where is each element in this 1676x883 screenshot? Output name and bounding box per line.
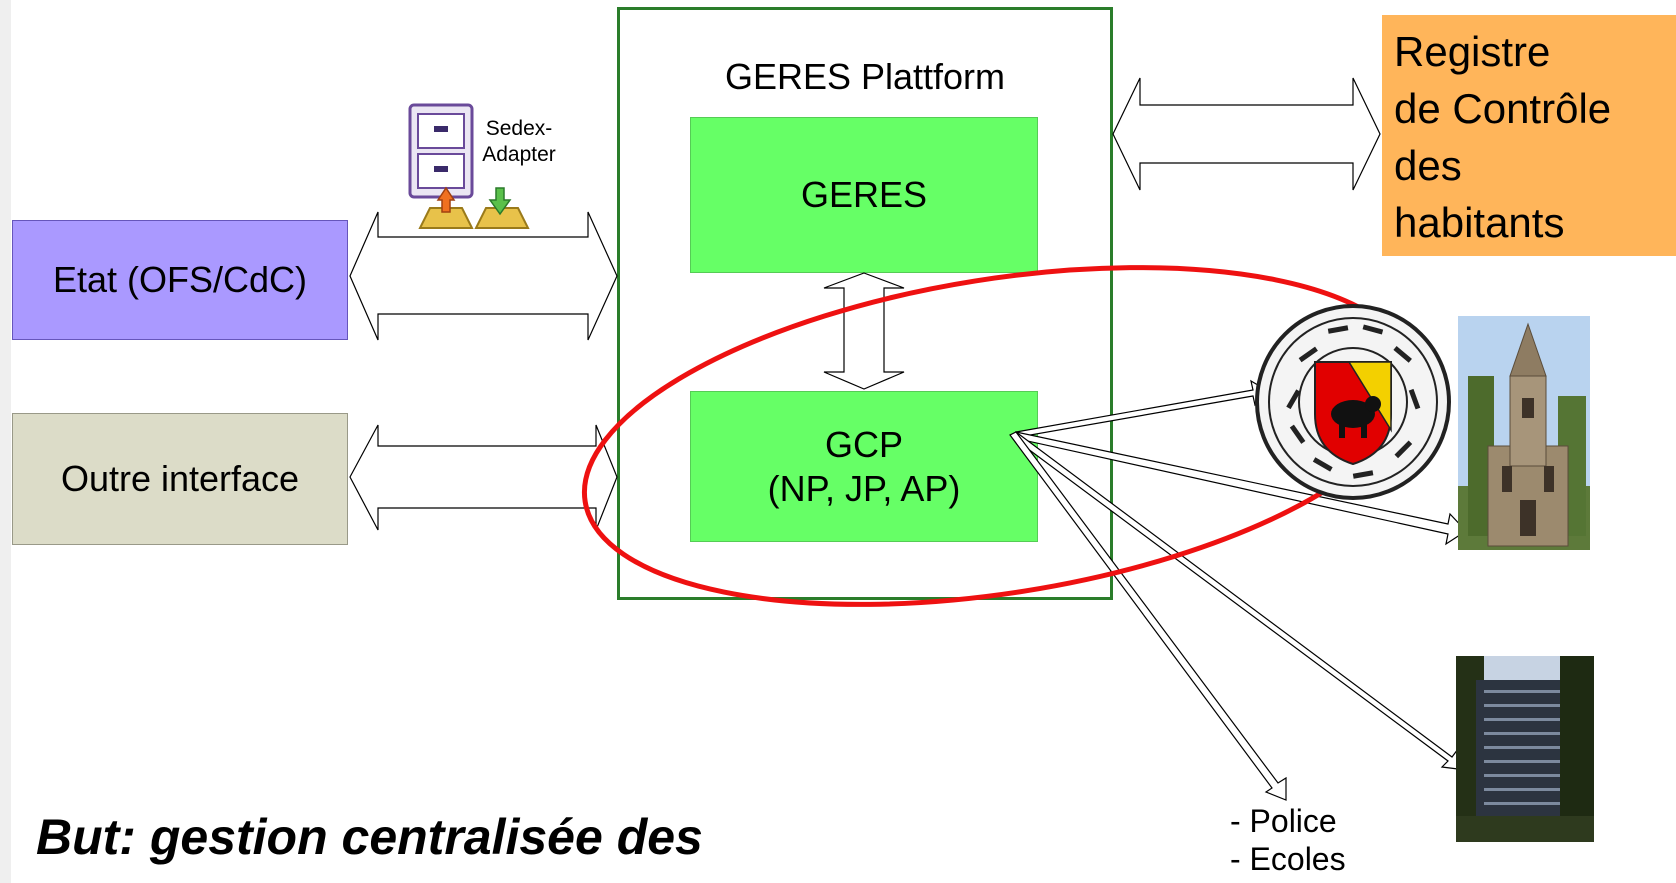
- burgergemeinde-bern-seal-icon: [1255, 304, 1451, 500]
- arrow-to-burgergemeinde: [1015, 379, 1269, 438]
- registre-line-1: Registre: [1394, 28, 1551, 75]
- sedex-label-line-1: Sedex-: [485, 117, 553, 140]
- registre-line-3: des: [1394, 142, 1462, 189]
- arrow-to-police-ecoles: [1009, 431, 1287, 801]
- gcp-sublabel: (NP, JP, AP): [767, 467, 961, 509]
- arrow-to-building: [1011, 431, 1467, 771]
- sedex-label-line-2: Adapter: [482, 143, 556, 166]
- etat-label: Etat (OFS/CdC): [52, 259, 308, 300]
- church-icon: [1458, 316, 1590, 550]
- office-building-icon: [1456, 656, 1594, 842]
- geres-platform-container: [617, 7, 1113, 600]
- registre-line-2: de Contrôle: [1394, 85, 1612, 132]
- left-edge-strip: [0, 0, 11, 883]
- gcp-box: GCP (NP, JP, AP): [690, 391, 1038, 542]
- gcp-label: GCP: [824, 423, 903, 465]
- registre-line-4: habitants: [1394, 199, 1565, 246]
- destinations-list: - Police - Ecoles: [1230, 802, 1346, 878]
- etat-box: Etat (OFS/CdC): [12, 220, 348, 340]
- arrow-to-church: [1013, 431, 1467, 546]
- outre-interface-box: Outre interface: [12, 413, 348, 545]
- arrow-platform-registre: [1112, 77, 1381, 191]
- sedex-adapter-label: Sedex- Adapter: [474, 116, 564, 168]
- destination-police: - Police: [1230, 803, 1337, 839]
- goal-heading: But: gestion centralisée des: [36, 809, 703, 865]
- destination-ecoles: - Ecoles: [1230, 841, 1346, 877]
- geres-box: GERES: [690, 117, 1038, 273]
- arrow-outre-platform: [349, 424, 618, 531]
- outre-interface-label: Outre interface: [60, 458, 300, 499]
- gcp-outgoing-arrows: [1009, 379, 1467, 801]
- sedex-adapter-icon: [408, 103, 530, 229]
- geres-label: GERES: [800, 174, 928, 215]
- arrow-etat-platform: [349, 211, 618, 341]
- arrow-geres-gcp: [823, 272, 905, 390]
- platform-title: GERES Plattform: [724, 56, 1006, 97]
- registre-box: Registre de Contrôle des habitants: [1382, 15, 1676, 256]
